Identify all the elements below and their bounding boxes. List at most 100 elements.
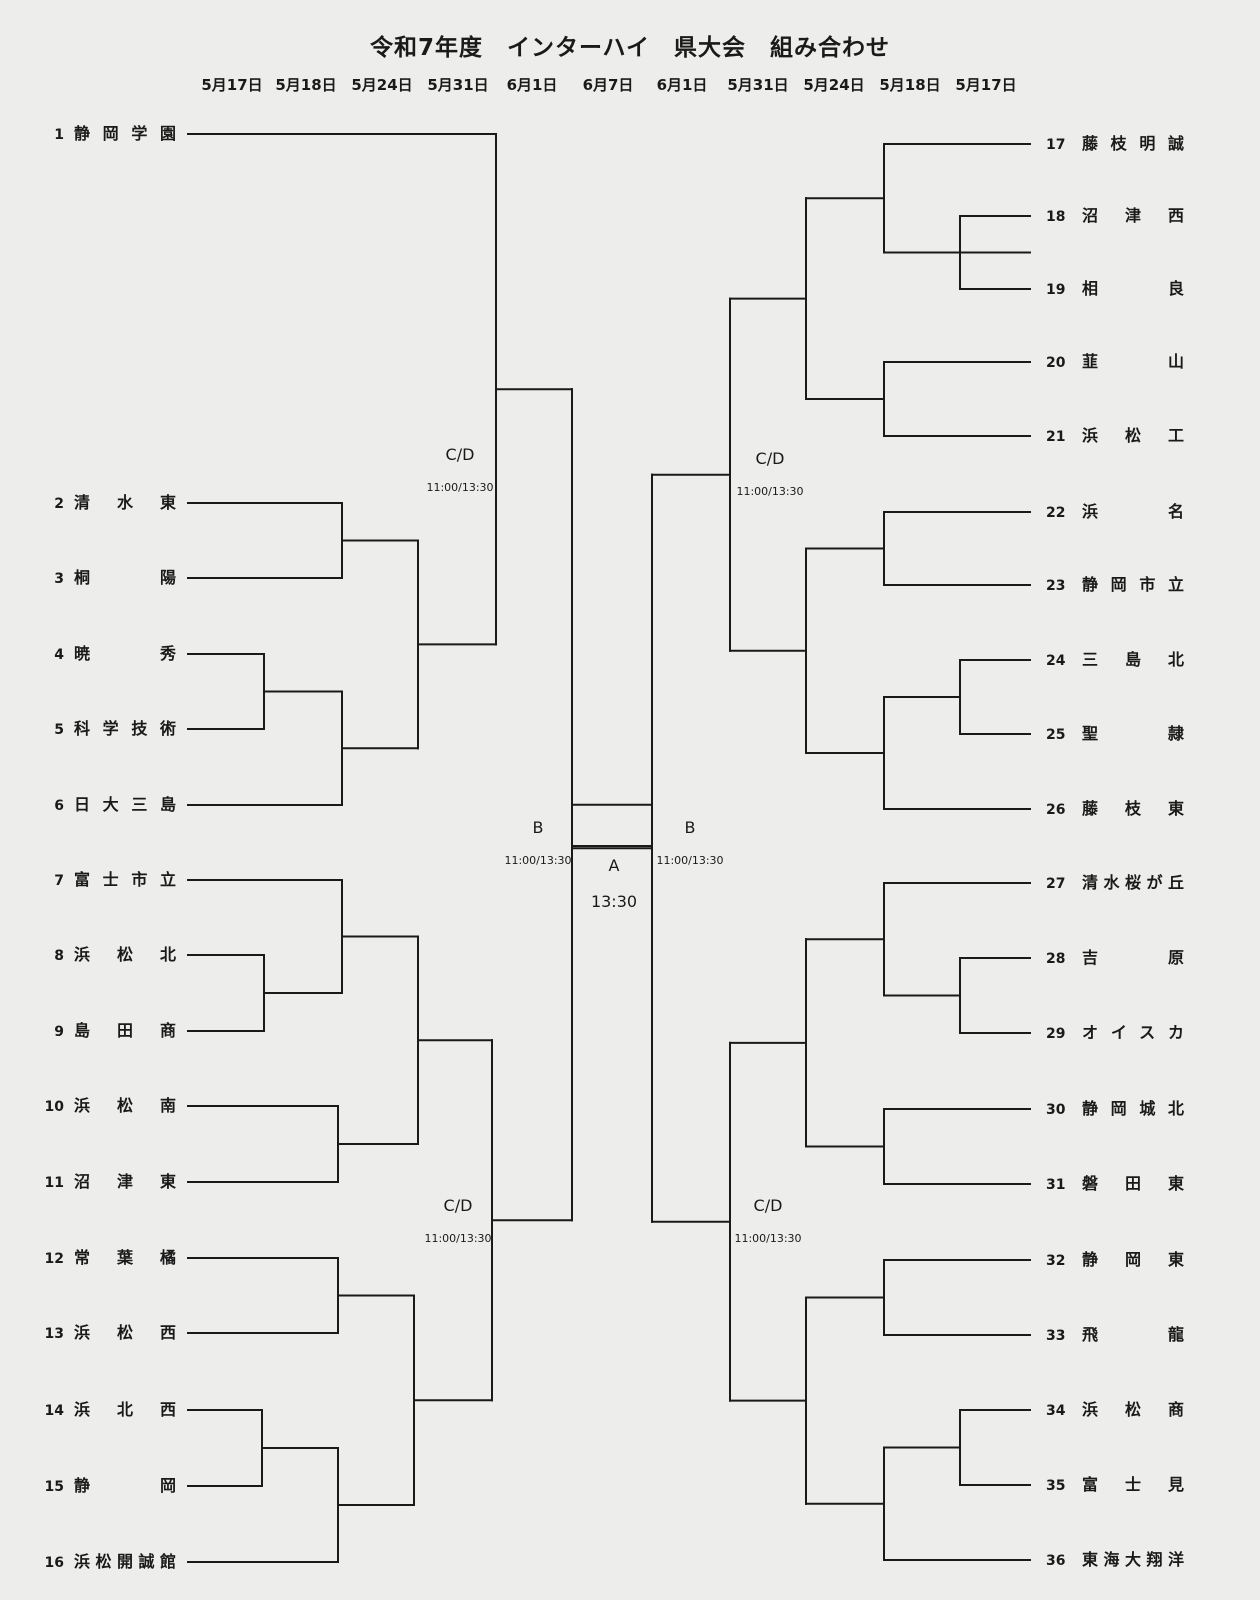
team-name: オイスカ bbox=[1082, 1023, 1186, 1042]
team-name: 韮山 bbox=[1082, 352, 1186, 371]
round-date: 5月18日 bbox=[879, 76, 941, 94]
team-name: 科学技術 bbox=[74, 719, 178, 738]
venue-label: C/D bbox=[755, 449, 785, 468]
team-name: 吉原 bbox=[1082, 948, 1186, 967]
team-number: 27 bbox=[1046, 876, 1066, 892]
team-number: 4 bbox=[54, 647, 64, 663]
venue-label: B bbox=[532, 818, 544, 837]
team-number: 2 bbox=[54, 496, 64, 512]
round-date: 6月7日 bbox=[582, 76, 634, 94]
team-number: 29 bbox=[1046, 1026, 1066, 1042]
team-number: 16 bbox=[44, 1555, 64, 1571]
team-name: 浜松北 bbox=[74, 945, 178, 964]
team-name: 浜北西 bbox=[74, 1400, 178, 1419]
team-name: 東海大翔洋 bbox=[1082, 1550, 1186, 1569]
page-title: 令和7年度 インターハイ 県大会 組み合わせ bbox=[369, 35, 891, 61]
team-number: 19 bbox=[1046, 282, 1066, 298]
match-time-label: 11:00/13:30 bbox=[736, 485, 804, 498]
round-date: 5月31日 bbox=[727, 76, 789, 94]
team-entry: 28 吉原 bbox=[1046, 946, 1186, 970]
team-number: 10 bbox=[44, 1099, 64, 1115]
team-entry: 36 東海大翔洋 bbox=[1046, 1548, 1186, 1572]
team-name: 清水東 bbox=[74, 493, 178, 512]
team-number: 36 bbox=[1046, 1553, 1066, 1569]
match-time-label: 11:00/13:30 bbox=[426, 481, 494, 494]
team-entry: 27 清水桜が丘 bbox=[1046, 871, 1186, 895]
team-number: 32 bbox=[1046, 1253, 1066, 1269]
team-name: 桐陽 bbox=[74, 568, 178, 587]
team-name: 浜松南 bbox=[74, 1096, 178, 1115]
team-name: 島田商 bbox=[74, 1021, 178, 1040]
team-name: 磐田東 bbox=[1082, 1174, 1186, 1193]
team-entry: 31 磐田東 bbox=[1046, 1172, 1186, 1196]
team-entry: 10 浜松南 bbox=[38, 1094, 178, 1118]
team-name: 藤枝東 bbox=[1082, 799, 1186, 818]
team-number: 18 bbox=[1046, 209, 1066, 225]
round-date: 5月31日 bbox=[427, 76, 489, 94]
team-name: 静岡 bbox=[74, 1476, 178, 1495]
round-date: 5月17日 bbox=[955, 76, 1017, 94]
team-name: 三島北 bbox=[1082, 650, 1186, 669]
team-name: 静岡城北 bbox=[1082, 1099, 1186, 1118]
team-number: 7 bbox=[54, 873, 64, 889]
team-number: 21 bbox=[1046, 429, 1066, 445]
team-entry: 2 清水東 bbox=[38, 491, 178, 515]
team-number: 5 bbox=[54, 722, 64, 738]
venue-label: C/D bbox=[443, 1196, 473, 1215]
team-name: 富士市立 bbox=[74, 870, 178, 889]
venue-label: C/D bbox=[445, 445, 475, 464]
team-name: 飛龍 bbox=[1082, 1325, 1186, 1344]
team-entry: 11 沼津東 bbox=[38, 1170, 178, 1194]
round-date: 5月24日 bbox=[351, 76, 413, 94]
team-number: 34 bbox=[1046, 1403, 1066, 1419]
team-name: 富士見 bbox=[1082, 1475, 1186, 1494]
team-number: 31 bbox=[1046, 1177, 1066, 1193]
team-name: 日大三島 bbox=[74, 795, 178, 814]
round-date: 6月1日 bbox=[656, 76, 708, 94]
team-number: 20 bbox=[1046, 355, 1066, 371]
team-entry: 7 富士市立 bbox=[38, 868, 178, 892]
team-number: 25 bbox=[1046, 727, 1066, 743]
round-date: 5月18日 bbox=[275, 76, 337, 94]
round-date: 6月1日 bbox=[506, 76, 558, 94]
team-number: 28 bbox=[1046, 951, 1066, 967]
team-name: 暁秀 bbox=[74, 644, 178, 663]
team-name: 沼津東 bbox=[74, 1172, 178, 1191]
venue-label: A bbox=[608, 856, 620, 875]
team-name: 浜名 bbox=[1082, 502, 1186, 521]
team-entry: 4 暁秀 bbox=[38, 642, 178, 666]
venue-label: C/D bbox=[753, 1196, 783, 1215]
team-name: 藤枝明誠 bbox=[1082, 134, 1186, 153]
match-time-label: 11:00/13:30 bbox=[656, 854, 724, 867]
match-time-label: 13:30 bbox=[590, 892, 638, 911]
team-number: 1 bbox=[54, 127, 64, 143]
team-name: 静岡学園 bbox=[74, 124, 178, 143]
team-name: 清水桜が丘 bbox=[1082, 873, 1186, 892]
match-time-label: 11:00/13:30 bbox=[734, 1232, 802, 1245]
team-number: 11 bbox=[44, 1175, 64, 1191]
team-number: 12 bbox=[44, 1251, 64, 1267]
